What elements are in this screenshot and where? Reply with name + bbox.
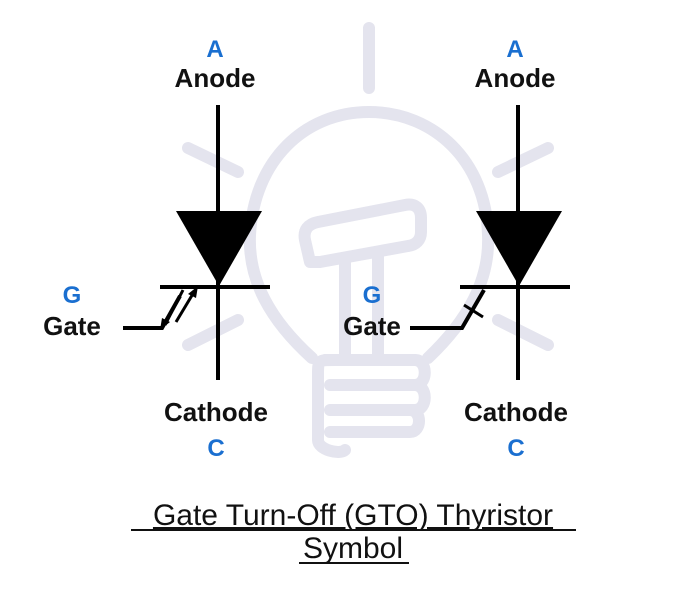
cathode-letter: C xyxy=(207,435,224,462)
anode-letter: A xyxy=(506,36,523,63)
caption-line-2: Symbol xyxy=(303,532,403,565)
gate-lead xyxy=(410,288,486,330)
anode-label: Anode xyxy=(175,63,256,93)
cathode-label: Cathode xyxy=(164,397,268,427)
diode-triangle xyxy=(476,211,562,286)
gto-symbol-right: A Anode G Gate Cathode C xyxy=(343,36,570,462)
gate-label: Gate xyxy=(43,311,101,341)
gate-letter: G xyxy=(363,282,382,309)
gate-slash-icon xyxy=(463,303,484,319)
cathode-letter: C xyxy=(507,435,524,462)
gto-symbol-left: A Anode G Gate Cathode C xyxy=(43,36,270,462)
gate-letter: G xyxy=(63,282,82,309)
anode-label: Anode xyxy=(475,63,556,93)
caption-line-1: Gate Turn-Off (GTO) Thyristor xyxy=(153,499,553,532)
diode-triangle xyxy=(176,211,262,286)
gate-arrows-icon xyxy=(160,286,198,330)
lightbulb-watermark-icon xyxy=(182,22,554,458)
gate-label: Gate xyxy=(343,311,401,341)
anode-letter: A xyxy=(206,36,223,63)
cathode-label: Cathode xyxy=(464,397,568,427)
